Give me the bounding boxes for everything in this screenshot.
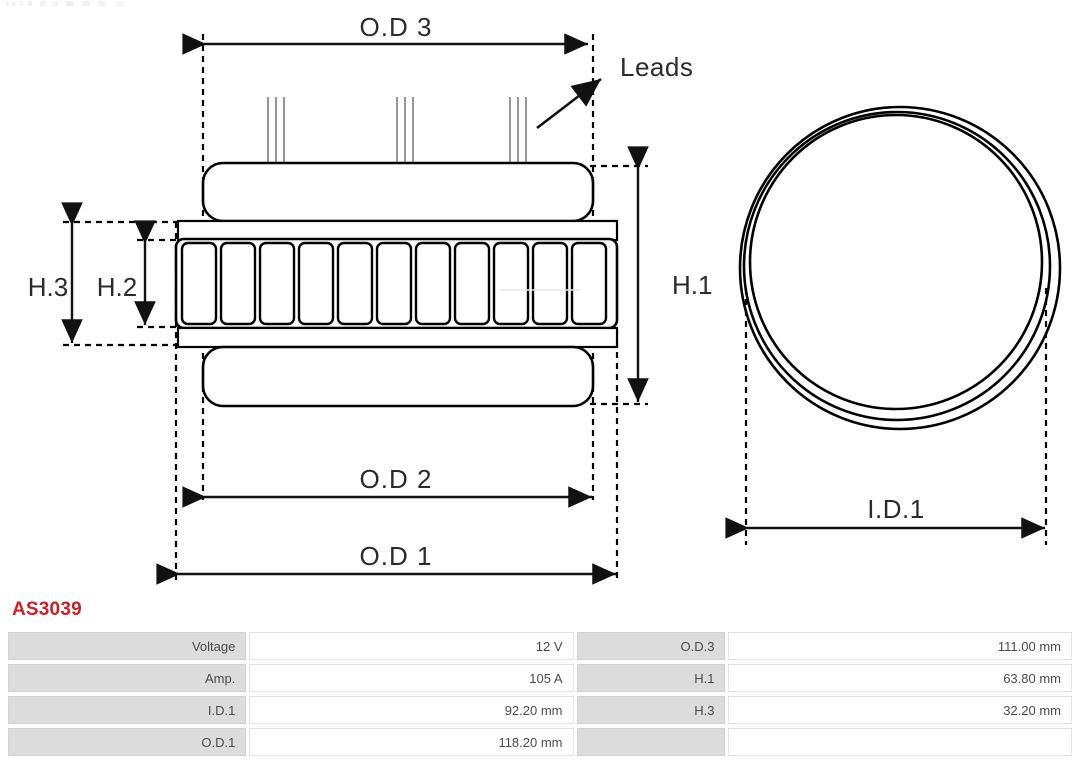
- leads-callout: Leads: [536, 52, 693, 130]
- spec-value-id1: 92.20 mm: [249, 696, 574, 724]
- od1-label: O.D 1: [360, 541, 433, 571]
- spec-value-h1: 63.80 mm: [728, 664, 1072, 692]
- lower-winding-body: [201, 345, 595, 408]
- specification-table: Voltage 12 V O.D.3 111.00 mm Amp. 105 A …: [5, 628, 1075, 760]
- outer-ring: [738, 105, 1062, 431]
- leads-leader-line: [536, 77, 602, 130]
- dimension-id1: I.D.1: [725, 494, 1045, 539]
- spec-value-od1: 118.20 mm: [249, 728, 574, 756]
- spec-label-h3: H.3: [576, 696, 726, 724]
- diagram-svg: O.D 3 Leads H.3 H.2: [28, 12, 1062, 585]
- upper-winding-body: [201, 161, 595, 223]
- dimension-od1: O.D 1: [156, 541, 616, 585]
- spec-value-h3: 32.20 mm: [728, 696, 1072, 724]
- spec-value-amp: 105 A: [249, 664, 574, 692]
- h1-label: H.1: [672, 270, 712, 300]
- middle-ring: [742, 110, 1052, 422]
- top-edge-artifact: [6, 1, 124, 6]
- leads-label: Leads: [620, 52, 693, 82]
- id1-witness-lines: [744, 288, 1048, 545]
- spec-table-body: Voltage 12 V O.D.3 111.00 mm Amp. 105 A …: [8, 632, 1072, 756]
- spec-value-voltage: 12 V: [249, 632, 574, 660]
- lead-wires: [267, 97, 527, 163]
- table-row: Voltage 12 V O.D.3 111.00 mm: [8, 632, 1072, 660]
- inner-ring: [748, 113, 1044, 411]
- spec-label-amp: Amp.: [8, 664, 247, 692]
- spec-value-od3: 111.00 mm: [728, 632, 1072, 660]
- dimension-od3: O.D 3: [182, 12, 588, 55]
- upper-flange: [176, 219, 619, 242]
- id1-label: I.D.1: [867, 494, 924, 524]
- lower-flange: [176, 326, 619, 349]
- stator-end-view: I.D.1: [725, 105, 1062, 545]
- spec-label-id1: I.D.1: [8, 696, 247, 724]
- spec-value-empty: [728, 728, 1072, 756]
- h2-label: H.2: [97, 272, 137, 302]
- od2-label: O.D 2: [360, 464, 433, 494]
- spec-label-voltage: Voltage: [8, 632, 247, 660]
- od3-label: O.D 3: [360, 12, 433, 42]
- dimension-h3: H.3: [28, 202, 83, 343]
- technical-drawing: O.D 3 Leads H.3 H.2: [28, 12, 1062, 585]
- table-row: O.D.1 118.20 mm: [8, 728, 1072, 756]
- part-number-title: AS3039: [12, 599, 82, 620]
- lamination-slots: [180, 241, 608, 326]
- h3-label: H.3: [28, 272, 68, 302]
- dimension-h1: H.1: [627, 146, 712, 402]
- spec-label-od3: O.D.3: [576, 632, 726, 660]
- spec-label-empty: [576, 728, 726, 756]
- table-row: I.D.1 92.20 mm H.3 32.20 mm: [8, 696, 1072, 724]
- dimension-od2: O.D 2: [182, 464, 592, 508]
- spec-label-od1: O.D.1: [8, 728, 247, 756]
- spec-label-h1: H.1: [576, 664, 726, 692]
- dimension-h2: H.2: [97, 220, 156, 325]
- table-row: Amp. 105 A H.1 63.80 mm: [8, 664, 1072, 692]
- stator-side-view: O.D 3 Leads H.3 H.2: [28, 12, 712, 585]
